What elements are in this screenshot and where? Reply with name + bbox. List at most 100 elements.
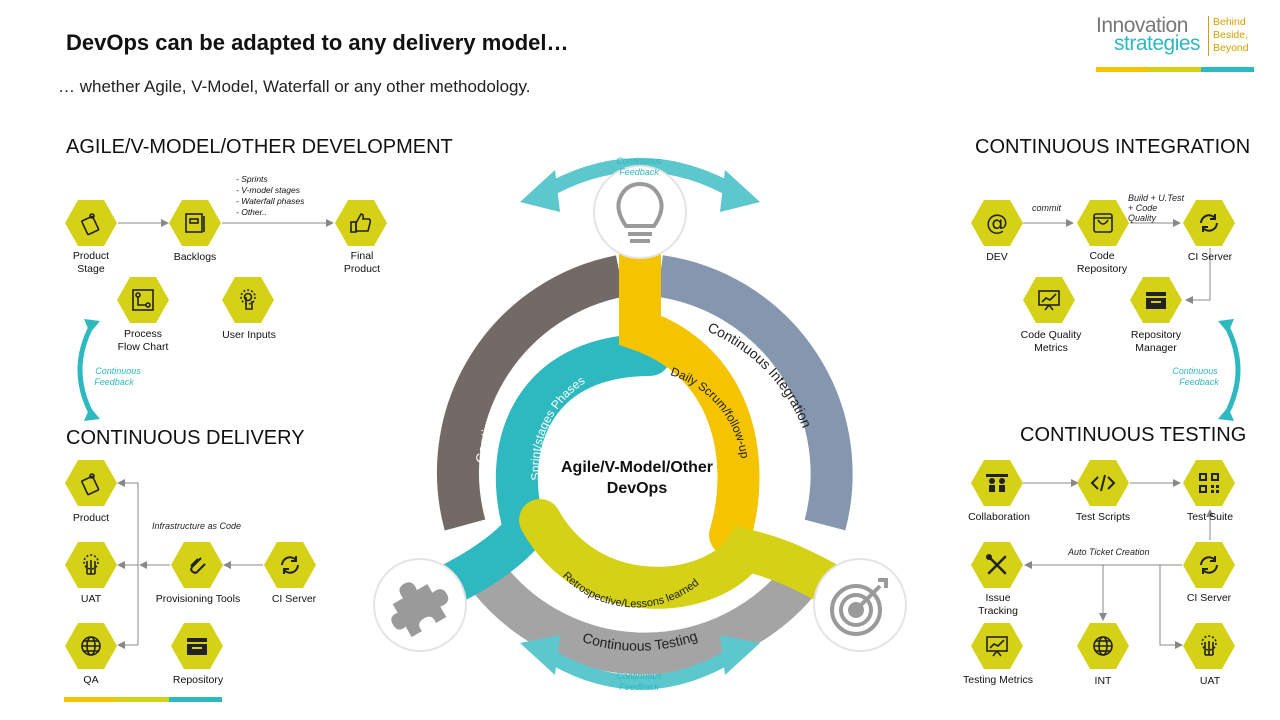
repo-manager-label: Repository Manager bbox=[1130, 329, 1182, 354]
chart-board-icon bbox=[986, 636, 1008, 657]
footer-bar-teal bbox=[169, 697, 222, 702]
arm-daily-scrum bbox=[619, 199, 760, 556]
touch-icon bbox=[240, 289, 256, 310]
repository-hex bbox=[171, 623, 223, 669]
qr-code-icon bbox=[1199, 473, 1219, 493]
dev-label: DEV bbox=[986, 251, 1008, 263]
backlogs-hex bbox=[169, 200, 221, 246]
section-agile-heading: AGILE/V-MODEL/OTHER DEVELOPMENT bbox=[66, 136, 453, 158]
collaboration-label: Collaboration bbox=[968, 511, 1030, 523]
puzzle-node bbox=[373, 558, 467, 652]
cd-uat-hex bbox=[65, 542, 117, 588]
puzzle-icon bbox=[391, 582, 449, 638]
logo-word-innovation: Innovation bbox=[1096, 14, 1188, 37]
bottom-feedback-label-1: Continuous bbox=[616, 671, 662, 681]
logo-tag-behind: Behind bbox=[1213, 16, 1246, 28]
issue-tracking-hex bbox=[971, 542, 1023, 588]
lightbulb-node bbox=[593, 165, 687, 259]
bottom-feedback-label-2: Feedback bbox=[619, 682, 659, 692]
code-repo-label: Code Repository bbox=[1076, 250, 1128, 275]
auto-ticket-note: Auto Ticket Creation bbox=[1068, 547, 1150, 557]
devops-cycle: Continuous Delivery Continuous Integrati… bbox=[373, 158, 907, 690]
backlogs-label: Backlogs bbox=[173, 251, 217, 263]
company-logo: Innovation strategies Behind Beside, Bey… bbox=[1096, 14, 1254, 74]
provisioning-label: Provisioning Tools bbox=[155, 593, 241, 605]
globe-icon bbox=[81, 636, 101, 656]
agile-note: Waterfall phases bbox=[236, 196, 304, 207]
thumbs-up-icon bbox=[350, 213, 372, 233]
footer-bar-lime bbox=[116, 697, 169, 702]
repository-label: Repository bbox=[172, 674, 224, 686]
arrow-bus-to-uat bbox=[1159, 565, 1183, 649]
ring-continuous-testing bbox=[473, 566, 817, 675]
issue-tracking-label: Issue Tracking bbox=[978, 592, 1018, 617]
agile-notes-list: Sprints V-model stages Waterfall phases … bbox=[236, 174, 304, 218]
ct-uat-label: UAT bbox=[1199, 675, 1221, 687]
process-flow-label: Process Flow Chart bbox=[117, 328, 169, 353]
collaboration-hex bbox=[971, 460, 1023, 506]
left-feedback-arrow bbox=[77, 319, 100, 421]
tags-icon bbox=[81, 473, 100, 496]
section-ci-heading: CONTINUOUS INTEGRATION bbox=[975, 136, 1251, 158]
left-feedback-label-1: Continuous bbox=[95, 366, 141, 376]
sync-icon bbox=[1200, 214, 1218, 232]
arrow-cd-to-product bbox=[117, 479, 139, 645]
section-ct-heading: CONTINUOUS TESTING bbox=[1020, 424, 1247, 446]
commit-note: commit bbox=[1032, 203, 1061, 213]
arm-sprint-phases bbox=[409, 334, 671, 616]
right-feedback-arrow bbox=[1218, 319, 1241, 421]
cd-ci-server-label: CI Server bbox=[271, 593, 317, 605]
ci-server-label: CI Server bbox=[1187, 251, 1233, 263]
agile-note: Sprints bbox=[236, 174, 304, 185]
right-feedback-label-1: Continuous bbox=[1172, 366, 1218, 376]
left-feedback-label-2: Feedback bbox=[94, 377, 134, 387]
logo-tag-beside: Beside, bbox=[1213, 29, 1249, 41]
provisioning-hex bbox=[171, 542, 223, 588]
product-stage-label: Product Stage bbox=[72, 250, 110, 275]
right-feedback-label-2: Feedback bbox=[1179, 377, 1219, 387]
qa-label: QA bbox=[83, 674, 99, 686]
user-inputs-label: User Inputs bbox=[222, 329, 276, 341]
target-icon bbox=[830, 578, 888, 636]
tag-icon bbox=[81, 213, 100, 236]
lightbulb-icon bbox=[616, 181, 664, 243]
logo-word-strategies: strategies bbox=[1114, 32, 1201, 55]
inbox-icon bbox=[187, 638, 207, 655]
footer-bar-yellow bbox=[64, 697, 116, 702]
cd-ci-server-hex bbox=[264, 542, 316, 588]
globe-icon bbox=[1093, 636, 1113, 656]
tools-icon bbox=[986, 554, 1007, 575]
cycle-center-line2: DevOps bbox=[606, 480, 668, 497]
cycle-center-line1: Agile/V-Model/Other bbox=[560, 459, 714, 476]
code-icon bbox=[1090, 474, 1116, 492]
inbox-icon bbox=[1146, 292, 1166, 309]
top-feedback-label-2: Feedback bbox=[619, 167, 659, 177]
quality-metrics-label: Code Quality Metrics bbox=[1020, 329, 1082, 354]
ring-continuous-integration bbox=[656, 255, 853, 531]
ring-continuous-delivery bbox=[437, 255, 625, 531]
cd-uat-label: UAT bbox=[80, 593, 102, 605]
agile-note: Other.. bbox=[236, 207, 304, 218]
at-sign-icon: @ bbox=[986, 211, 1008, 236]
logo-bar-yellow bbox=[1096, 67, 1148, 72]
testing-metrics-hex bbox=[971, 623, 1023, 669]
testing-metrics-label: Testing Metrics bbox=[962, 674, 1034, 686]
int-label: INT bbox=[1094, 675, 1112, 687]
arm-retrospective bbox=[519, 499, 871, 616]
bottom-feedback-arrow bbox=[520, 635, 760, 690]
section-cd-heading: CONTINUOUS DELIVERY bbox=[66, 427, 305, 449]
touch-icon bbox=[83, 554, 99, 575]
product-label: Product bbox=[72, 512, 110, 524]
notebook-icon bbox=[185, 213, 205, 233]
page-subtitle: … whether Agile, V-Model, Waterfall or a… bbox=[58, 77, 531, 96]
test-suite-label: Test Suite bbox=[1186, 511, 1234, 523]
flow-chart-icon bbox=[132, 289, 154, 311]
ct-ci-server-label: CI Server bbox=[1186, 592, 1232, 604]
agile-note: V-model stages bbox=[236, 185, 304, 196]
dev-hex: @ bbox=[971, 200, 1023, 246]
logo-divider bbox=[1208, 16, 1209, 56]
arrow-ciserver-to-repomanager bbox=[1185, 248, 1211, 304]
sync-icon bbox=[1200, 556, 1218, 574]
people-icon bbox=[986, 474, 1008, 492]
